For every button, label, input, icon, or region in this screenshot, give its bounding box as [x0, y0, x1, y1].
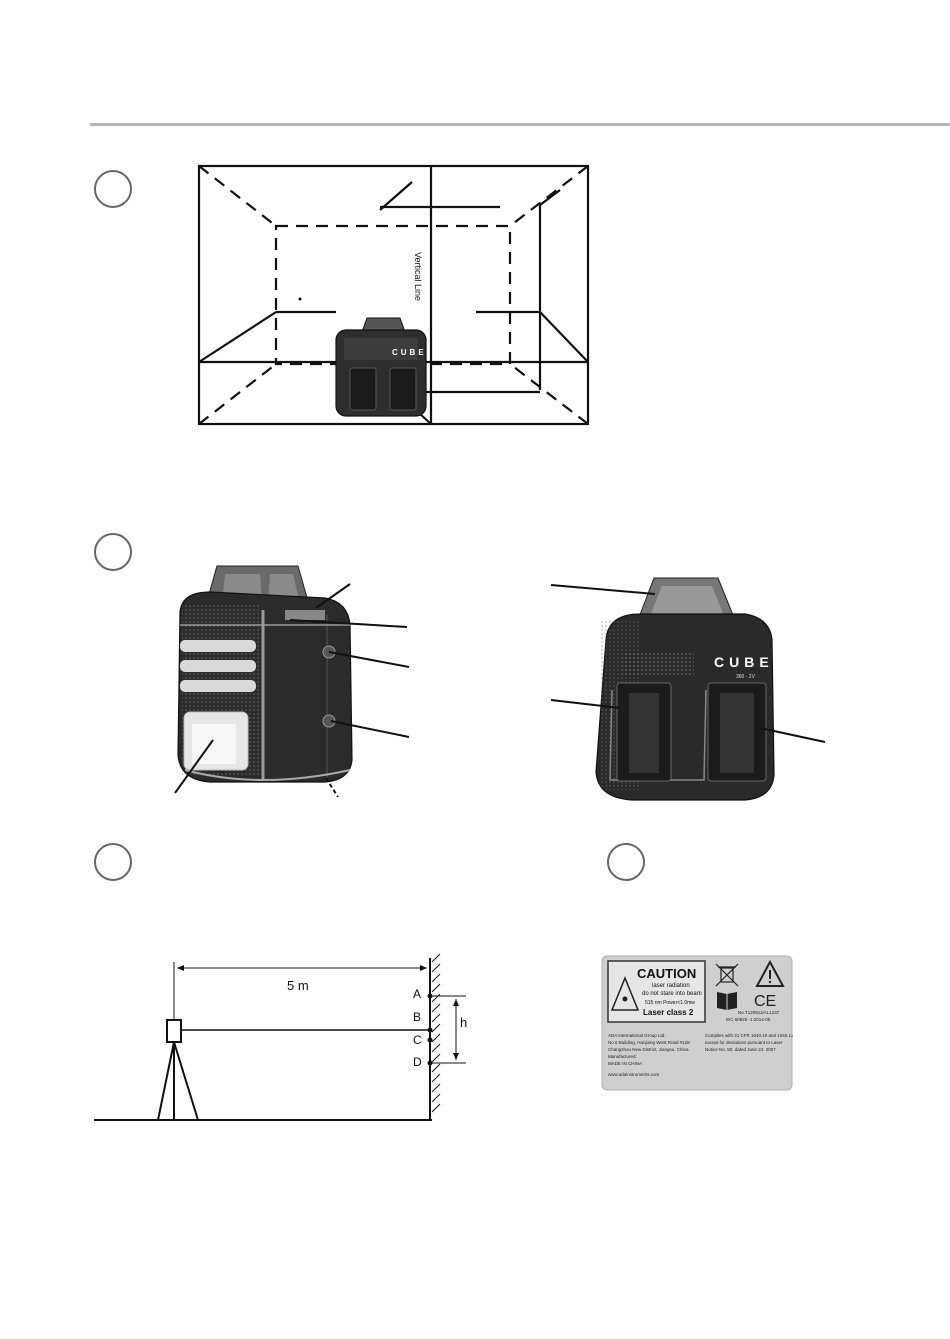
cert-number: No.T120911/AL1237	[738, 1010, 780, 1015]
caution-line-1: laser radiation	[652, 983, 690, 989]
distance-label: 5 m	[287, 978, 309, 993]
weee-bin-icon	[715, 963, 739, 987]
company-line: ADA International Group Ltd.	[608, 1033, 666, 1038]
device-views: CUBE 360 - 2V	[174, 565, 826, 801]
warning-triangle-icon	[755, 959, 785, 987]
caution-line-2: do not stare into beam	[642, 991, 702, 997]
top-rule	[90, 123, 950, 126]
company-line: No.6 Building, Hanjiang West Road #128	[608, 1040, 690, 1045]
device-left-view	[174, 565, 410, 798]
laser-device-small: CUBE	[335, 317, 427, 417]
point-d-label: D	[413, 1055, 422, 1069]
compliance-line: Complies with 21 CFR 1040.10 and 1040.11	[705, 1033, 794, 1038]
point-a-label: A	[413, 987, 421, 1001]
step-circle-4	[607, 843, 645, 881]
svg-text:CUBE: CUBE	[392, 348, 427, 357]
caution-title: CAUTION	[637, 966, 696, 981]
warning-label: CAUTION laser radiation do not stare int…	[601, 955, 794, 1091]
height-label: h	[460, 1015, 467, 1030]
step-circle-2	[94, 533, 132, 571]
website-text: www.adainstruments.com	[608, 1072, 660, 1077]
calibration-diagram: 5 m A B C D h	[94, 953, 467, 1121]
point-c-label: C	[413, 1033, 422, 1047]
room-diagram: CUBE Vertical Line	[197, 164, 590, 426]
caution-spec: 515 nm Power<1.0mw	[645, 1000, 695, 1006]
manual-book-icon	[717, 992, 737, 1010]
device-model-label: 360 - 2V	[736, 674, 756, 680]
company-line: Manufactured:	[608, 1054, 637, 1059]
iec-standard: IEC 60825 -1:2014-05	[726, 1017, 771, 1022]
step-circle-3	[94, 843, 132, 881]
company-line: MADE IN CHINA	[608, 1061, 642, 1066]
point-b-label: B	[413, 1010, 421, 1024]
device-right-view: CUBE 360 - 2V	[550, 577, 826, 801]
step-circle-1	[94, 170, 132, 208]
company-line: Changzhou New District, Jiangsu, China	[608, 1047, 689, 1052]
device-brand-label: CUBE	[714, 654, 774, 670]
ce-mark: CE	[754, 993, 776, 1010]
laser-class-label: Laser class 2	[643, 1008, 694, 1017]
compliance-line: except for deviations pursuant to Laser	[705, 1040, 783, 1045]
compliance-line: Notice No. 50, dated June 24, 2007	[705, 1047, 776, 1052]
vertical-line-label: Vertical Line	[413, 252, 423, 301]
